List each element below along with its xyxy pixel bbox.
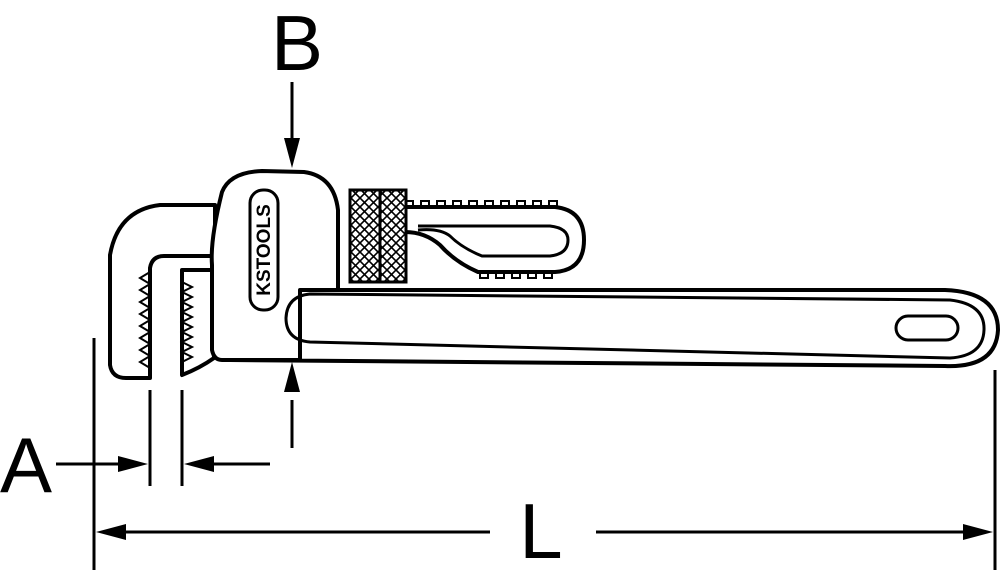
- dimension-a: [56, 456, 270, 472]
- dimension-l: [96, 524, 993, 540]
- dimension-b: [284, 82, 300, 448]
- hook-jaw-teeth: [138, 271, 152, 369]
- arrow-l-right: [963, 524, 993, 540]
- arrow-b-top: [284, 138, 300, 168]
- handle-inner-outline: [284, 292, 986, 360]
- brand-logo-text: KSTOOLS: [254, 204, 275, 296]
- adjusting-nut: [348, 188, 408, 284]
- label-a: A: [0, 421, 52, 509]
- label-l: L: [519, 487, 562, 575]
- rack-teeth-top: [404, 200, 558, 208]
- rack-teeth-bottom: [479, 271, 553, 279]
- rack-shank: [398, 205, 586, 274]
- heel-jaw-teeth: [179, 281, 195, 363]
- hang-hole: [894, 314, 960, 342]
- wrench: KSTOOLS: [108, 169, 1000, 380]
- arrow-a-right: [184, 456, 214, 472]
- hook-jaw: [108, 203, 217, 380]
- brand-plate: KSTOOLS: [248, 188, 280, 312]
- arrow-a-left: [118, 456, 148, 472]
- arrow-b-bottom: [284, 362, 300, 392]
- arrow-l-left: [96, 524, 126, 540]
- label-b: B: [271, 0, 323, 87]
- wrench-handle: [228, 288, 1000, 369]
- rack-slot: [417, 224, 570, 258]
